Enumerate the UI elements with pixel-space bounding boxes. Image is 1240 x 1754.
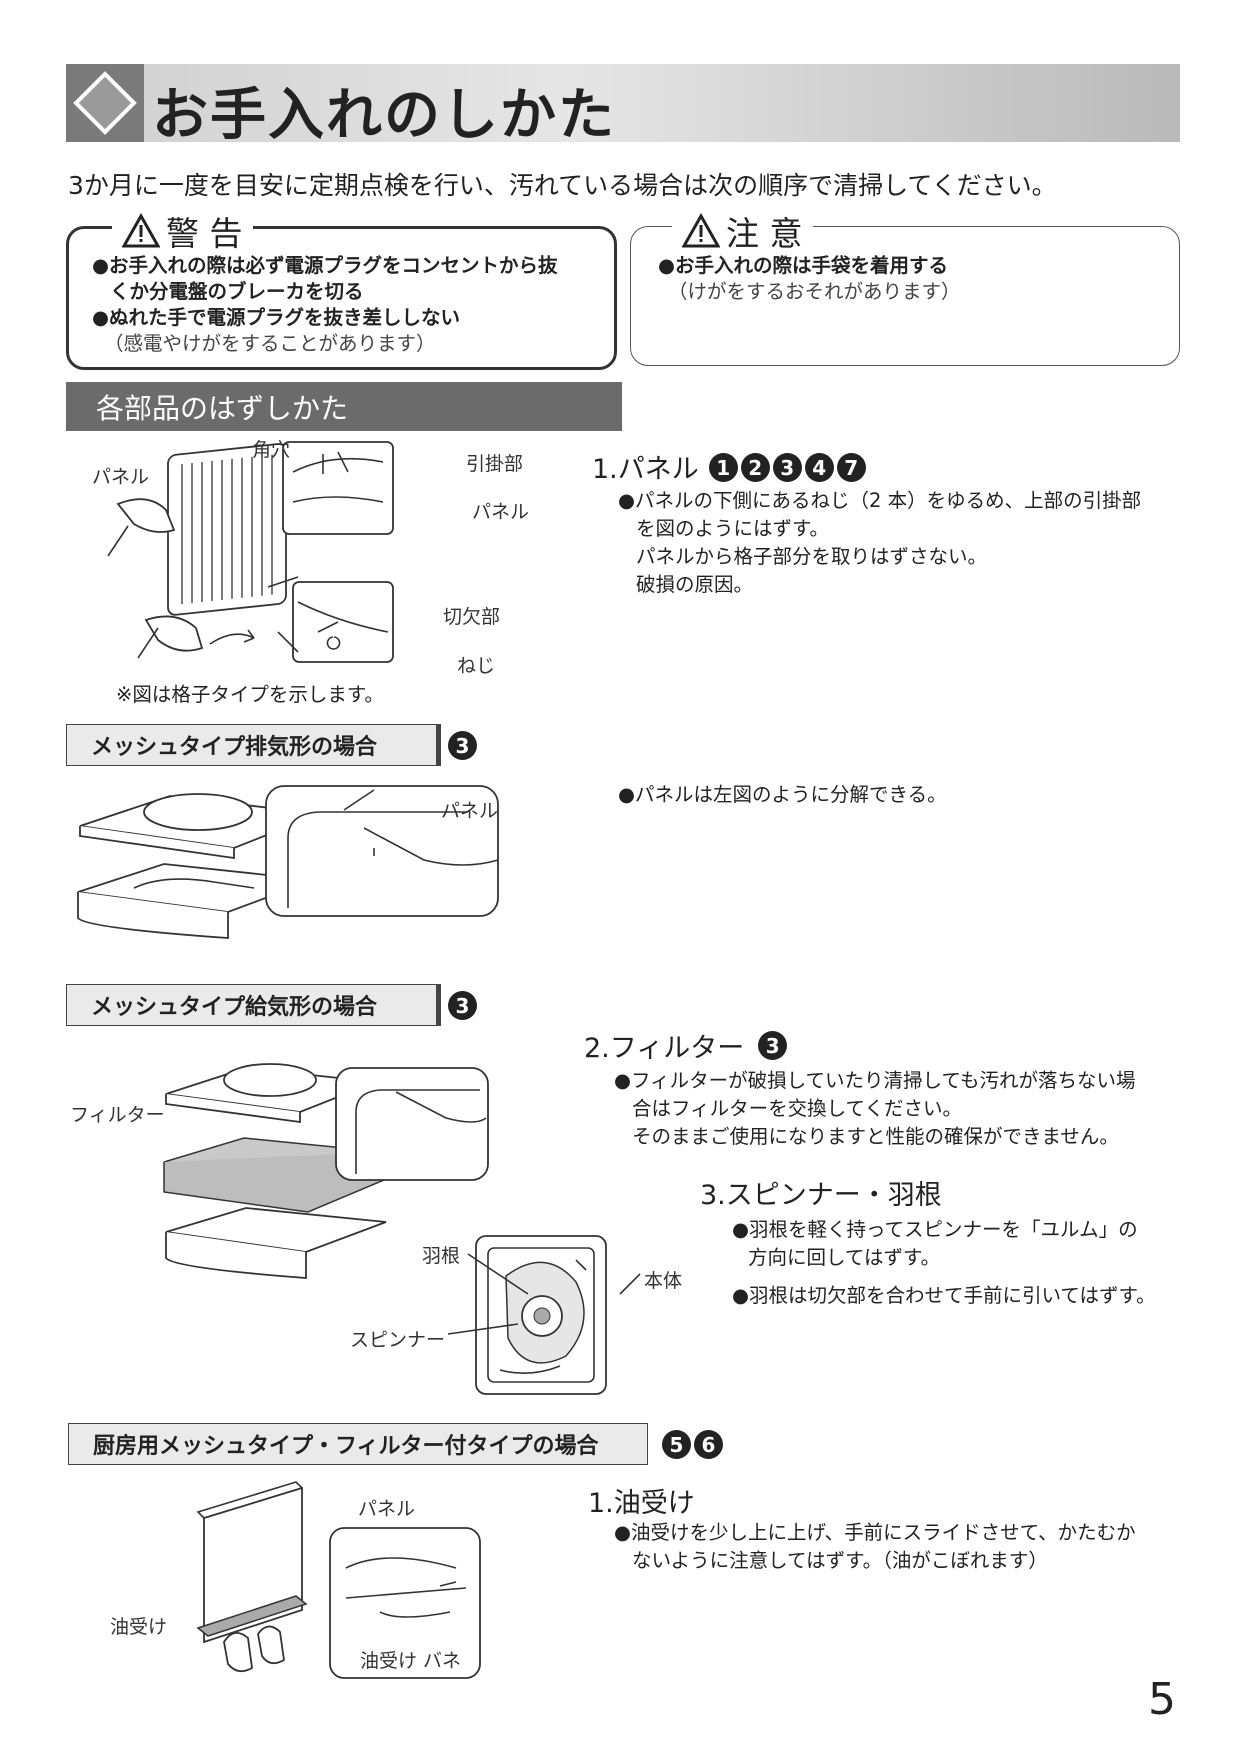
oil-line: ないように注意してはずす。（油がこぼれます） <box>632 1549 1048 1572</box>
panel-removal-illustration <box>107 441 394 663</box>
caution-heading-text: 注 意 <box>726 214 803 253</box>
fan-unit-illustration <box>475 1235 607 1395</box>
number-badge: 2 <box>740 453 770 483</box>
number-badge: 3 <box>448 731 477 760</box>
step3-line: ●羽根を軽く持ってスピンナーを「ユルム」の <box>732 1218 1138 1241</box>
label-hikakebu: 引掛部 <box>466 453 524 475</box>
step1-line: ●パネルの下側にあるねじ（2 本）をゆるめ、上部の引掛部 <box>618 489 1142 512</box>
label-hane: 羽根 <box>422 1245 461 1267</box>
label-spinner: スピンナー <box>350 1329 446 1351</box>
label-abura-bane: 油受け バネ <box>360 1650 462 1672</box>
step2-line: 合はフィルターを交換してください。 <box>632 1097 962 1120</box>
warning-heading-text: 警 告 <box>166 214 243 253</box>
step3-line: ●羽根は切欠部を合わせて手前に引いてはずす。 <box>732 1284 1156 1307</box>
label-neji: ねじ <box>457 655 496 677</box>
diamond-icon <box>66 64 144 142</box>
caution-box <box>630 226 1180 366</box>
intro-text: 3か月に一度を目安に定期点検を行い、汚れている場合は次の順序で清掃してください。 <box>68 171 1057 200</box>
oil-line: ●油受けを少し上に上げ、手前にスライドさせて、かたむか <box>614 1521 1136 1544</box>
number-badge: 3 <box>772 453 802 483</box>
number-badge: 6 <box>694 1430 723 1459</box>
caution-triangle-icon <box>682 213 720 248</box>
step2-line: そのままご使用になりますと性能の確保ができません。 <box>632 1125 1119 1148</box>
mesh-exhaust-text: ●パネルは左図のように分解できる。 <box>618 783 947 806</box>
label-hontai: 本体 <box>644 1270 683 1292</box>
warning-triangle-icon <box>122 213 160 248</box>
label-filter: フィルター <box>70 1104 165 1126</box>
number-badge: 7 <box>836 453 866 483</box>
caution-heading: 注 意 <box>672 207 813 255</box>
warning-heading: 警 告 <box>112 207 253 255</box>
mesh-exhaust-heading-text: メッシュタイプ排気形の場合 <box>91 735 378 760</box>
number-badge: 3 <box>758 1031 788 1060</box>
number-badge: 1 <box>708 453 738 483</box>
label-kirikakibu: 切欠部 <box>443 606 501 628</box>
step3-line: 方向に回してはずす。 <box>748 1246 941 1269</box>
step3-heading: 3.スピンナー・羽根 <box>700 1180 942 1211</box>
step1-line: を図のようにはずす。 <box>636 517 830 540</box>
kitchen-illustration <box>196 1481 481 1679</box>
title-bar <box>66 64 1180 142</box>
label-panel: パネル <box>472 501 530 523</box>
number-badge: 3 <box>448 991 477 1020</box>
warning-box <box>66 226 617 370</box>
step2-heading-text: 2.フィルター <box>584 1033 745 1064</box>
label-abura: 油受け <box>110 1616 168 1638</box>
step2-line: ●フィルターが破損していたり清掃しても汚れが落ちない場 <box>614 1069 1136 1092</box>
mesh-supply-heading: メッシュタイプ給気形の場合 <box>66 984 441 1026</box>
warning-note: （感電やけがをすることがあります） <box>104 332 436 355</box>
mesh-supply-illustration <box>163 1063 489 1279</box>
label-kakuana: 角穴 <box>252 439 291 461</box>
kitchen-heading-text: 厨房用メッシュタイプ・フィルター付タイプの場合 <box>93 1434 599 1459</box>
step1-heading-text: 1.パネル <box>592 454 699 485</box>
step1-line: 破損の原因。 <box>636 573 754 596</box>
label-panel: パネル <box>441 800 499 822</box>
leader-lines <box>447 1253 641 1335</box>
mesh-supply-heading-text: メッシュタイプ給気形の場合 <box>91 995 378 1020</box>
page-title: お手入れのしかた <box>152 83 616 148</box>
warning-line: くか分電盤のブレーカを切る <box>110 280 364 303</box>
kitchen-heading: 厨房用メッシュタイプ・フィルター付タイプの場合 <box>68 1423 648 1465</box>
section-header: 各部品のはずしかた <box>66 382 622 431</box>
figure-note: ※図は格子タイプを示します。 <box>116 683 384 706</box>
number-badge: 5 <box>662 1430 691 1459</box>
warning-line: ●ぬれた手で電源プラグを抜き差ししない <box>92 306 461 329</box>
mesh-exhaust-heading: メッシュタイプ排気形の場合 <box>66 724 441 766</box>
caution-line: ●お手入れの際は手袋を着用する <box>658 254 949 277</box>
mesh-exhaust-illustration <box>77 785 499 939</box>
step2-heading: 2.フィルター 3 <box>584 1026 790 1065</box>
caution-note: （けがをするおそれがあります） <box>668 280 961 303</box>
number-badge: 4 <box>804 453 834 483</box>
label-panel: パネル <box>92 466 150 488</box>
oil-heading: 1.油受け <box>588 1488 695 1519</box>
warning-line: ●お手入れの際は必ず電源プラグをコンセントから抜 <box>92 254 558 277</box>
page-number: 5 <box>1148 1674 1176 1725</box>
step1-line: パネルから格子部分を取りはずさない。 <box>636 545 988 568</box>
label-panel: パネル <box>358 1498 416 1520</box>
